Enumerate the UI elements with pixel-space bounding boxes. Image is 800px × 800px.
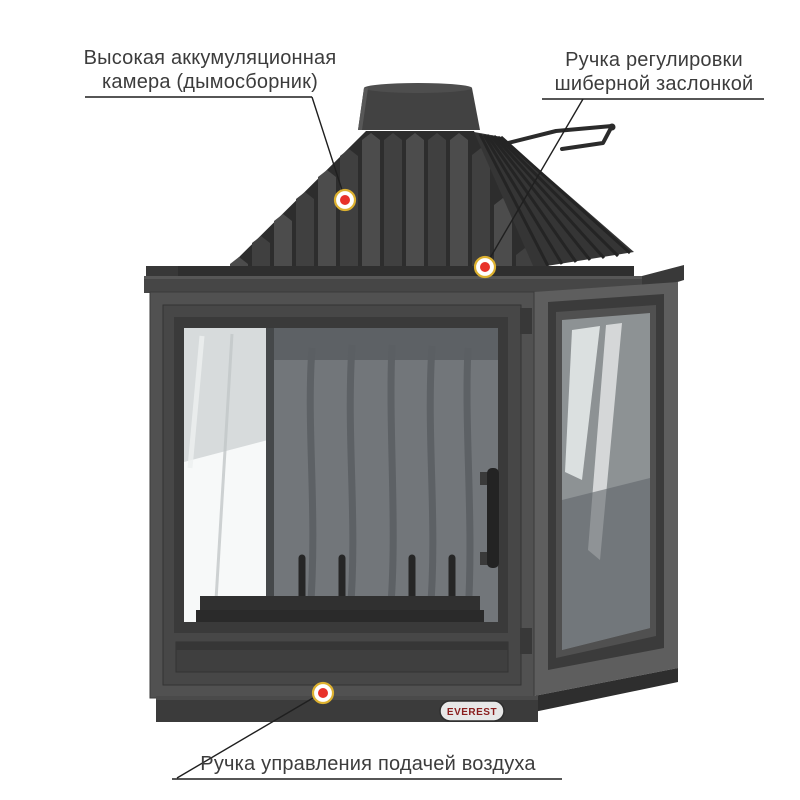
brand-badge: EVEREST (439, 700, 505, 722)
label-air-text: Ручка управления подачей воздуха (200, 753, 536, 775)
door-handle (480, 468, 500, 568)
door-glass (184, 328, 498, 622)
smoke-collector-hood (228, 131, 634, 268)
door-hinge-top (520, 308, 532, 334)
label-chamber-line2: камера (дымосборник) (102, 71, 318, 93)
damper-handle-rod (498, 123, 616, 151)
leader-lines (85, 96, 764, 780)
callout-marker-air (311, 681, 335, 705)
leader-diagonal-damper (489, 98, 584, 259)
chimney-pipe (358, 83, 480, 130)
label-chamber: Высокая аккумуляционная камера (дымосбор… (72, 46, 348, 94)
callout-marker-damper (473, 255, 497, 279)
label-chamber-line1: Высокая аккумуляционная (83, 47, 337, 69)
side-panel (534, 282, 678, 712)
side-glass (562, 313, 650, 650)
label-air: Ручка управления подачей воздуха (172, 752, 564, 776)
front-door (149, 291, 535, 699)
callout-marker-chamber (333, 188, 357, 212)
hood-right-face (474, 132, 634, 268)
label-damper: Ручка регулировки шиберной заслонкой (538, 48, 770, 96)
door-hinge-bottom (520, 628, 532, 654)
label-damper-line1: Ручка регулировки (565, 49, 743, 71)
base: EVEREST (156, 689, 538, 722)
leader-diagonal-chamber (311, 96, 343, 191)
leader-diagonal-air (176, 697, 314, 779)
label-damper-line2: шиберной заслонкой (554, 73, 754, 95)
fire-grate (196, 554, 484, 622)
brand-badge-text: EVEREST (447, 707, 497, 718)
